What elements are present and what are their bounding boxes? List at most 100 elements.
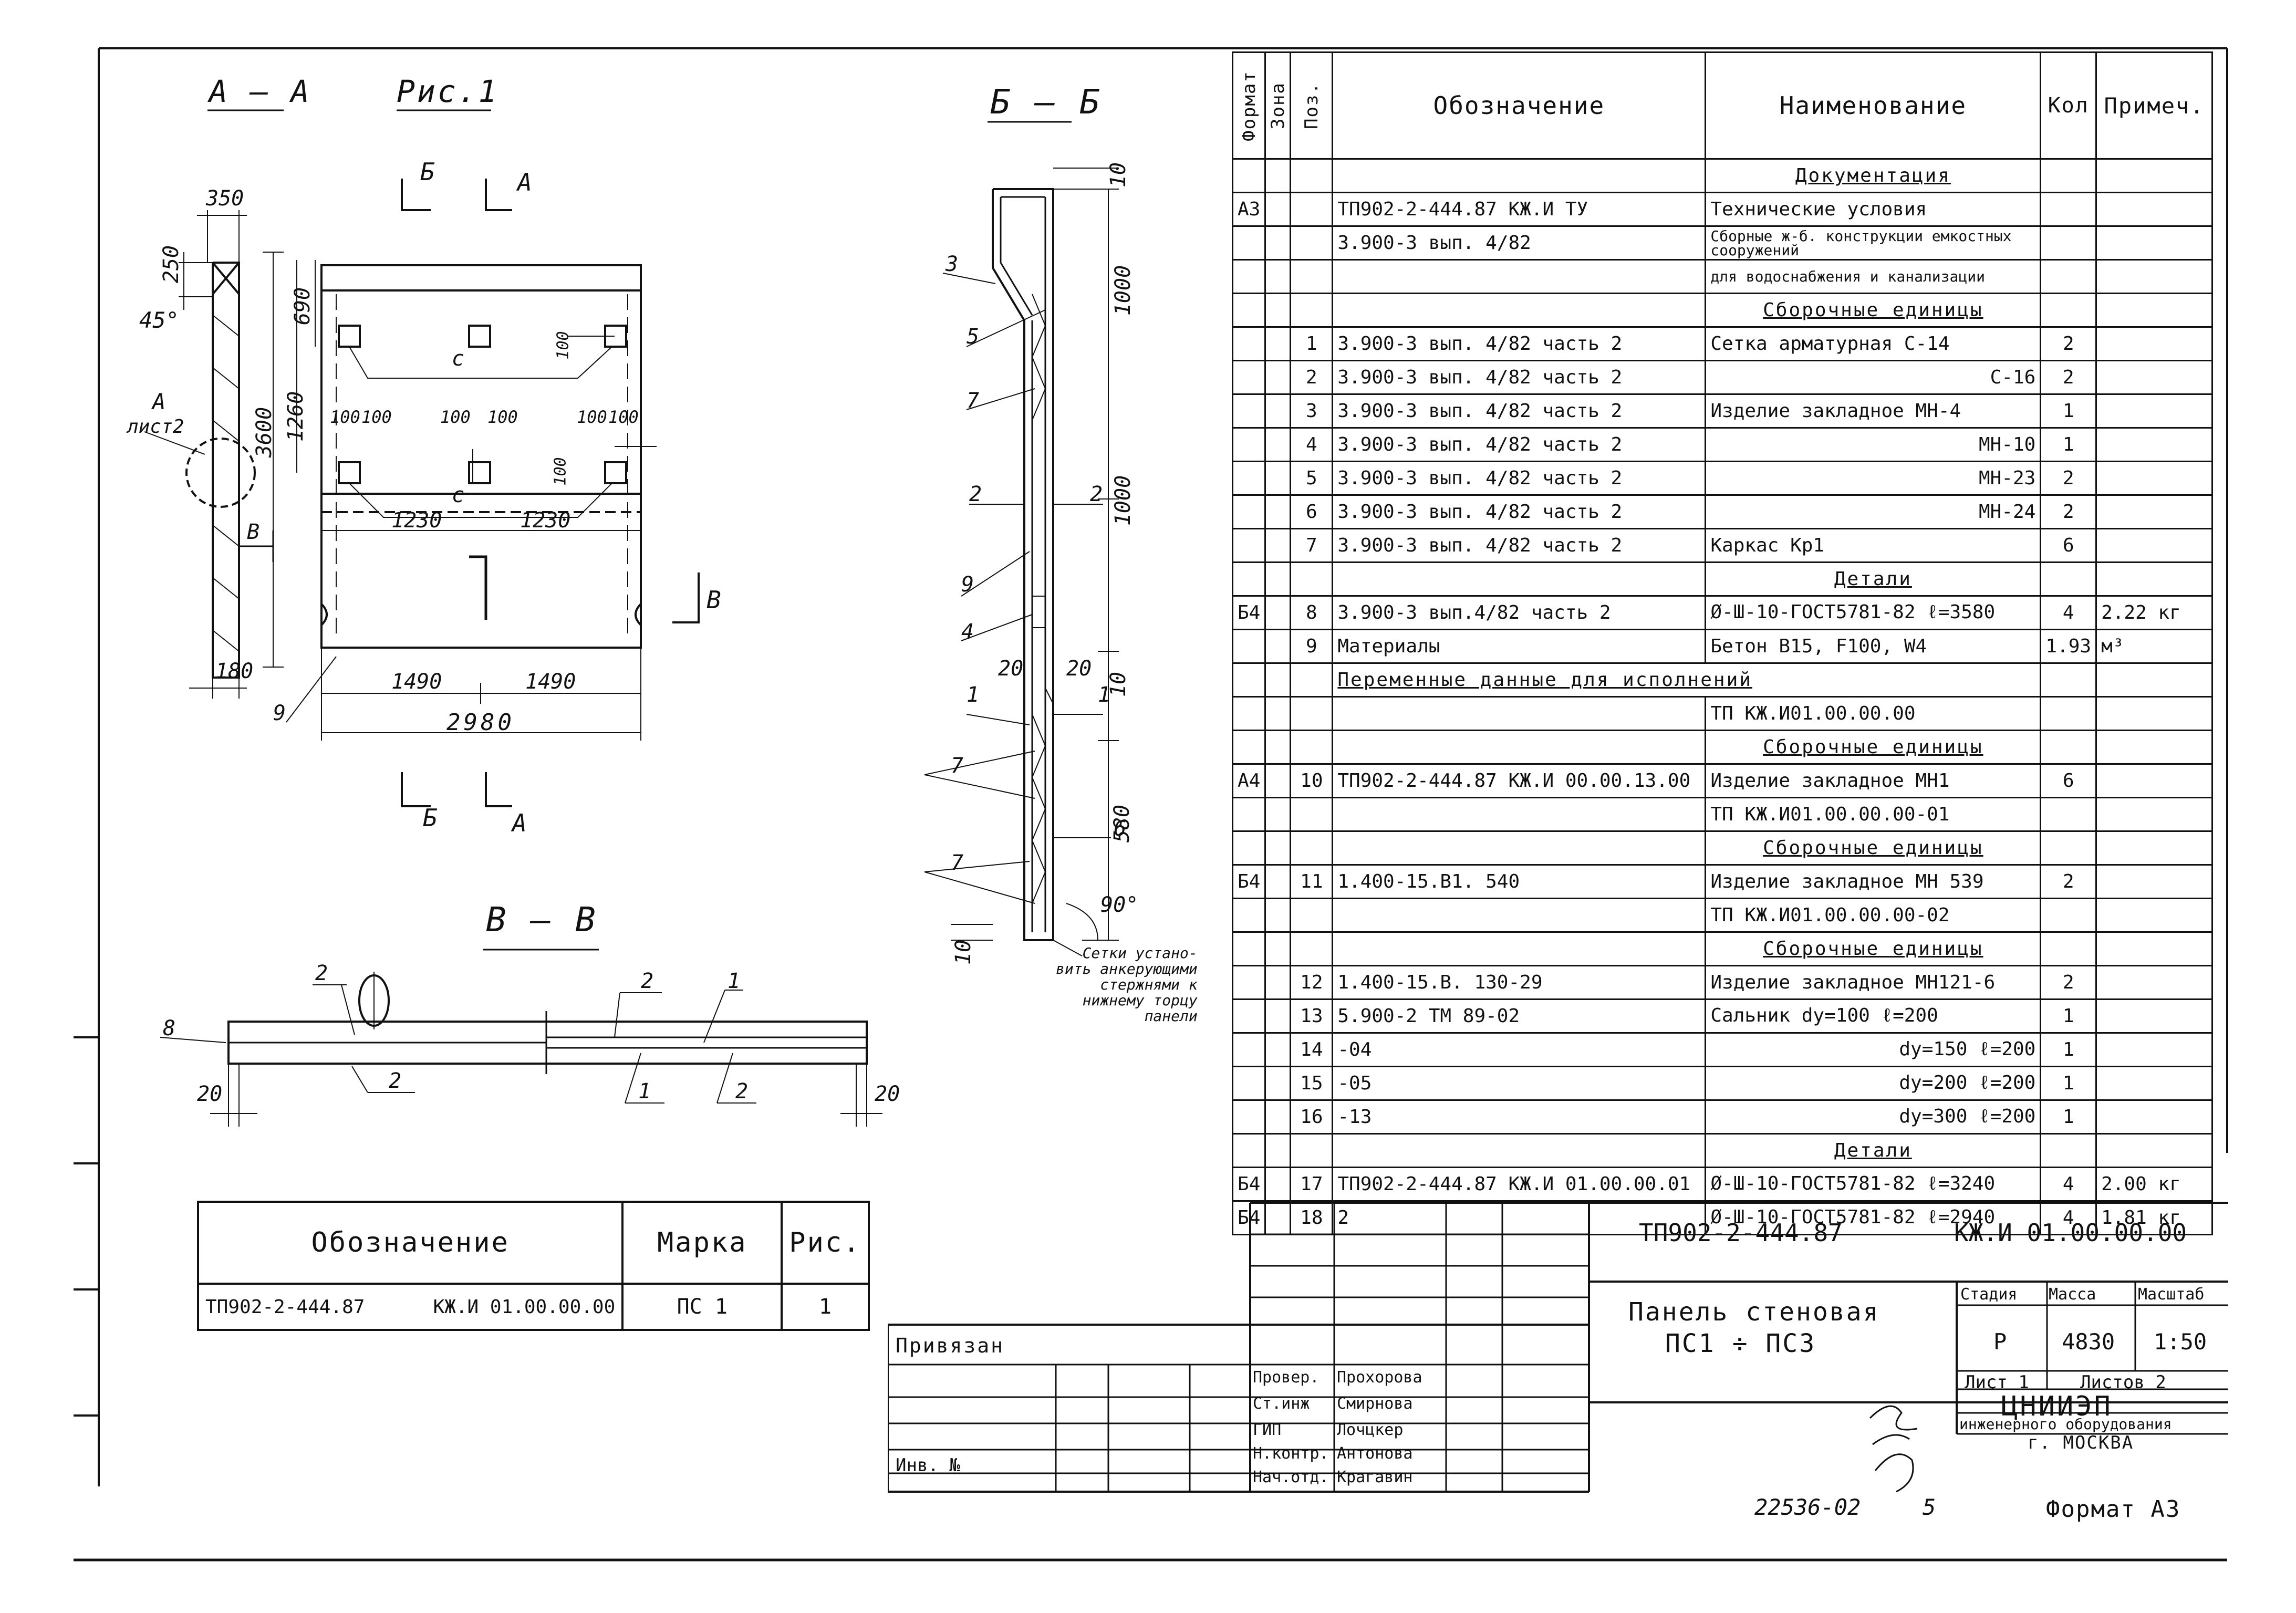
cell-format bbox=[1231, 326, 1266, 361]
cell-designation: -13 bbox=[1332, 1099, 1707, 1135]
cell-pos bbox=[1290, 293, 1334, 328]
cell-name: ТП КЖ.И01.00.00.00-01 bbox=[1705, 797, 2042, 832]
org-city: г. МОСКВА bbox=[2028, 1432, 2134, 1453]
cell-note bbox=[2095, 461, 2214, 496]
marks-fig: 1 bbox=[781, 1283, 870, 1331]
header-qty: Кол bbox=[2040, 51, 2097, 160]
org-name: ЦНИИЭП bbox=[2001, 1391, 2113, 1422]
cell-name: Сборные ж-б. конструкции емкостных соору… bbox=[1705, 225, 2042, 261]
cell-zone bbox=[1264, 259, 1292, 294]
cell-zone bbox=[1264, 360, 1292, 395]
cell-note bbox=[2095, 830, 2214, 866]
pos-6: 6 bbox=[1114, 817, 1127, 841]
cell-note bbox=[2095, 998, 2214, 1034]
vv-pos-8: 8 bbox=[163, 1016, 176, 1040]
dim-100-6: 100 bbox=[608, 407, 639, 427]
table-row: Детали bbox=[1231, 1133, 2214, 1168]
cell-format bbox=[1231, 461, 1266, 496]
cell-note bbox=[2095, 427, 2214, 462]
mass-header: Масса bbox=[2049, 1285, 2096, 1304]
cell-zone bbox=[1264, 1133, 1292, 1168]
cell-pos: 8 bbox=[1290, 595, 1334, 630]
cell-pos: 4 bbox=[1290, 427, 1334, 462]
vv-pos-2a: 2 bbox=[315, 961, 328, 985]
spec-header-row: Формат Зона Поз. Обозначение Наименовани… bbox=[1232, 51, 2214, 160]
person-3: Лочцкер bbox=[1337, 1421, 1404, 1439]
cell-pos: 17 bbox=[1290, 1167, 1334, 1202]
cell-note: 2.00 кг bbox=[2095, 1167, 2214, 1202]
cell-format bbox=[1231, 629, 1266, 664]
cell-name: dy=200 ℓ=200 bbox=[1705, 1066, 2042, 1101]
cell-note bbox=[2095, 1032, 2214, 1067]
cell-pos: 2 bbox=[1290, 360, 1334, 395]
dim-1490-1: 1490 bbox=[391, 670, 442, 694]
cut-b-bottom: Б bbox=[423, 804, 438, 832]
dim-1490-2: 1490 bbox=[525, 670, 576, 694]
cell-name: С-16 bbox=[1705, 360, 2042, 395]
header-name: Наименование bbox=[1705, 51, 2042, 160]
dim-3600: 3600 bbox=[252, 407, 277, 458]
marks-table: Обозначение Марка Рис. ТП902-2-444.87 КЖ… bbox=[196, 1201, 870, 1331]
sheets-total: Листов 2 bbox=[2080, 1372, 2166, 1393]
marks-header-fig: Рис. bbox=[781, 1201, 870, 1285]
cut-v: В bbox=[707, 586, 721, 614]
cell-note bbox=[2095, 192, 2214, 227]
cell-qty bbox=[2040, 730, 2097, 765]
cut-a-bottom: А bbox=[512, 809, 527, 837]
dim-1230-1: 1230 bbox=[391, 508, 442, 533]
scale-header: Масштаб bbox=[2138, 1285, 2205, 1304]
vv-pos-2b: 2 bbox=[641, 969, 654, 993]
cell-designation bbox=[1332, 730, 1707, 765]
marks-mark: ПС 1 bbox=[621, 1283, 783, 1331]
cell-format bbox=[1231, 730, 1266, 765]
cell-format: А3 bbox=[1231, 192, 1266, 227]
cell-zone bbox=[1264, 763, 1292, 798]
cell-qty bbox=[2040, 561, 2097, 597]
dim-100-1: 100 bbox=[330, 407, 360, 427]
cell-qty bbox=[2040, 192, 2097, 227]
cell-name: МН-10 bbox=[1705, 427, 2042, 462]
cell-designation: ТП902-2-444.87 КЖ.И 01.00.00.01 bbox=[1332, 1167, 1707, 1202]
cell-note bbox=[2095, 326, 2214, 361]
cell-note bbox=[2095, 864, 2214, 899]
cell-designation: ТП902-2-444.87 КЖ.И 00.00.13.00 bbox=[1332, 763, 1707, 798]
cell-qty: 1 bbox=[2040, 998, 2097, 1034]
cell-pos bbox=[1290, 797, 1334, 832]
cell-designation: 3.900-3 вып. 4/82 bbox=[1332, 225, 1707, 261]
role-chief-eng: ГИП bbox=[1253, 1421, 1282, 1439]
cell-qty: 1 bbox=[2040, 1066, 2097, 1101]
cell-format bbox=[1231, 293, 1266, 328]
person-4: Антонова bbox=[1337, 1444, 1413, 1463]
cell-zone bbox=[1264, 1167, 1292, 1202]
dim-250: 250 bbox=[159, 245, 184, 284]
table-row: ТП КЖ.И01.00.00.00-02 bbox=[1231, 898, 2214, 933]
cell-pos: 6 bbox=[1290, 494, 1334, 529]
table-row: ТП902-2-444.87 КЖ.И 01.00.00.00 ПС 1 1 bbox=[196, 1283, 870, 1331]
cell-zone bbox=[1264, 595, 1292, 630]
cell-designation: Материалы bbox=[1332, 629, 1707, 664]
cell-format bbox=[1231, 393, 1266, 429]
dim-20-4: 20 bbox=[875, 1082, 900, 1106]
cell-designation: ТП902-2-444.87 КЖ.И ТУ bbox=[1332, 192, 1707, 227]
cell-note bbox=[2095, 1099, 2214, 1135]
cell-pos: 15 bbox=[1290, 1066, 1334, 1101]
role-dept-head: Нач.отд. bbox=[1253, 1468, 1329, 1486]
cell-note bbox=[2095, 662, 2214, 698]
cell-name: Сетка арматурная С-14 bbox=[1705, 326, 2042, 361]
cell-pos: 16 bbox=[1290, 1099, 1334, 1135]
table-row: ТП КЖ.И01.00.00.00 bbox=[1231, 696, 2214, 731]
stage-header: Стадия bbox=[1960, 1285, 2018, 1304]
cell-name: МН-23 bbox=[1705, 461, 2042, 496]
scale-value: 1:50 bbox=[2154, 1329, 2207, 1355]
pos-2b: 2 bbox=[1090, 482, 1103, 506]
dim-100-8: 100 bbox=[551, 457, 570, 486]
cell-name: dy=150 ℓ=200 bbox=[1705, 1032, 2042, 1067]
dim-100-2: 100 bbox=[361, 407, 392, 427]
